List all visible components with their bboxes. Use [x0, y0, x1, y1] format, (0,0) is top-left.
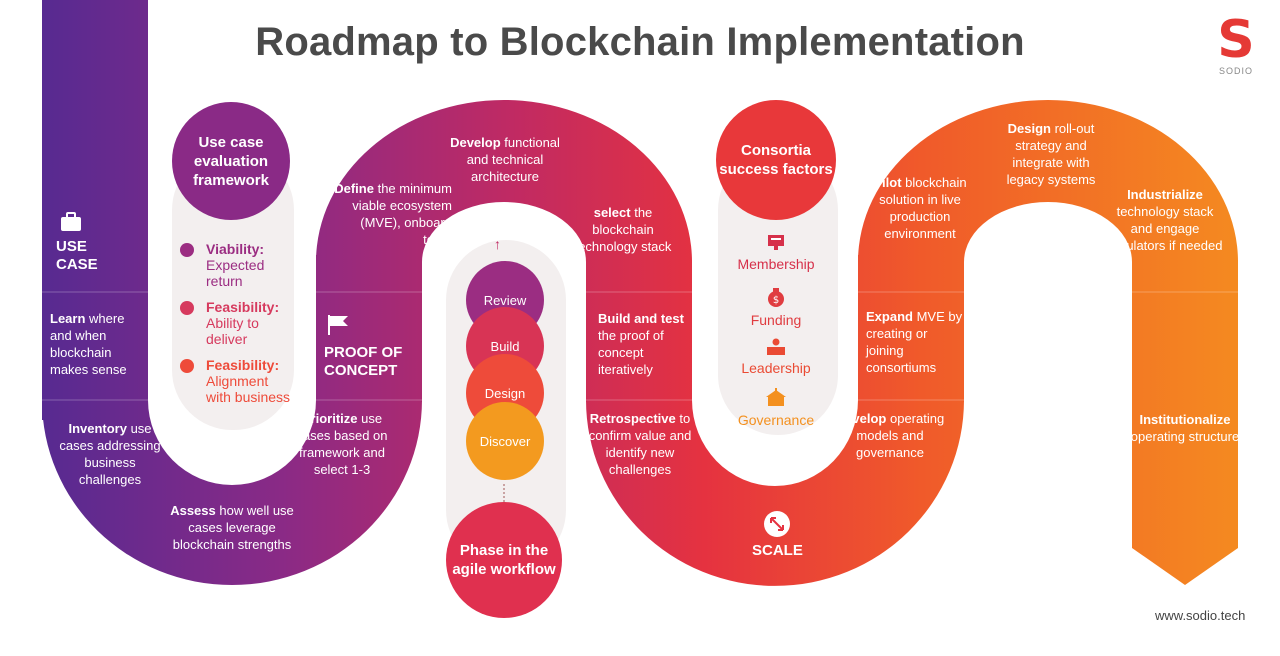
step-industrialize-bold: Industrialize	[1127, 187, 1203, 202]
criterion-dot	[180, 359, 194, 373]
step-select-text: the blockchain technology stack	[574, 205, 672, 254]
briefcase-icon	[60, 212, 82, 232]
criterion-feasibility-deliver: Feasibility: Ability to deliver	[180, 299, 296, 347]
agile-heading: Phase in the agile workflow	[446, 502, 562, 618]
governance-icon	[766, 388, 786, 406]
criterion-dot	[180, 301, 194, 315]
step-learn: Learn where and when blockchain makes se…	[50, 310, 144, 378]
consortia-heading: Consortia success factors	[716, 100, 836, 220]
step-retro-bold: Retrospective	[589, 411, 676, 426]
step-prioritize-text: use cases based on framework and select …	[296, 411, 388, 477]
phase-discover: Discover	[466, 402, 544, 480]
step-assess: Assess how well use cases leverage block…	[162, 502, 302, 553]
step-design-bold: Design	[1007, 121, 1051, 136]
step-institutionalize-text: operating structure	[1130, 429, 1240, 444]
factor-leadership: Leadership	[716, 338, 836, 376]
step-build-test-bold: Build and test	[598, 311, 684, 326]
step-pilot-text: blockchain solution in live production e…	[879, 175, 967, 241]
step-develop-ops-bold: Develop	[835, 411, 887, 426]
membership-icon	[768, 235, 784, 250]
money-bag-icon: $	[768, 288, 784, 307]
step-develop-arch-text: functional and technical architecture	[466, 135, 560, 184]
criterion-feasibility-alignment: Feasibility: Alignment with business	[180, 357, 296, 405]
page-title: Roadmap to Blockchain Implementation	[255, 20, 1025, 64]
criterion-text: Alignment with business	[206, 373, 291, 405]
arrow-up-icon: ↑	[494, 236, 501, 252]
stage-proof-of-concept: PROOF OF CONCEPT	[324, 344, 402, 380]
factor-label: Funding	[750, 312, 802, 328]
step-prioritize-bold: Prioritize	[301, 411, 358, 426]
expand-icon	[763, 510, 791, 538]
step-assess-text: how well use cases leverage blockchain s…	[172, 503, 294, 552]
stage-scale: SCALE	[752, 542, 803, 559]
factor-governance: Governance	[716, 388, 836, 428]
step-inventory-text: use cases addressing business challenges	[59, 421, 161, 487]
step-define-bold: Define	[334, 181, 374, 196]
step-define: Define the minimum viable ecosystem (MVE…	[332, 180, 452, 248]
svg-text:$: $	[773, 295, 779, 306]
step-develop-architecture: Develop functional and technical archite…	[438, 134, 572, 185]
stage-use-case: USE CASE	[56, 238, 98, 274]
leadership-icon	[767, 338, 785, 355]
step-industrialize: Industrialize technology stack and engag…	[1106, 186, 1224, 254]
criterion-dot	[180, 243, 194, 257]
step-expand-bold: Expand	[866, 309, 913, 324]
criterion-viability: Viability: Expected return	[180, 241, 296, 289]
step-institutionalize: Institutionalize operating structure	[1130, 411, 1240, 445]
step-pilot-bold: Pilot	[873, 175, 902, 190]
step-develop-operating: Develop operating models and governance	[834, 410, 946, 461]
step-prioritize: Prioritize use cases based on framework …	[290, 410, 394, 478]
step-design-text: roll-out strategy and integrate with leg…	[1006, 121, 1096, 187]
dotted-connector	[503, 484, 507, 502]
logo-letter: S	[1217, 10, 1255, 70]
criterion-text: Ability to deliver	[206, 315, 259, 347]
factor-funding: $ Funding	[716, 286, 836, 328]
step-inventory-bold: Inventory	[68, 421, 127, 436]
factor-label: Membership	[737, 256, 815, 272]
factor-membership: Membership	[716, 234, 836, 272]
sodio-logo: S SODIO	[1213, 14, 1259, 84]
step-retrospective: Retrospective to confirm value and ident…	[588, 410, 692, 478]
factor-label: Leadership	[741, 360, 811, 376]
step-define-text: the minimum viable ecosystem (MVE), onbo…	[352, 181, 452, 247]
step-inventory: Inventory use cases addressing business …	[56, 420, 164, 488]
criterion-title: Feasibility:	[206, 357, 280, 373]
step-learn-text: where and when blockchain makes sense	[50, 311, 127, 377]
logo-name: SODIO	[1218, 66, 1253, 76]
step-expand-text: MVE by creating or joining consortiums	[866, 309, 963, 375]
flag-icon	[326, 314, 350, 336]
evaluation-heading: Use case evaluation framework	[172, 102, 290, 220]
stage-proof-line2: CONCEPT	[324, 362, 398, 379]
step-institutionalize-bold: Institutionalize	[1139, 412, 1231, 427]
footer-url: www.sodio.tech	[1155, 608, 1246, 623]
criterion-text: Expected return	[206, 257, 265, 289]
step-build-test: Build and test the proof of concept iter…	[598, 310, 692, 378]
stage-use-case-line2: CASE	[56, 256, 98, 273]
criterion-title: Feasibility:	[206, 299, 280, 315]
stage-use-case-line1: USE	[56, 238, 87, 255]
step-retro-text: to confirm value and identify new challe…	[588, 411, 692, 477]
step-develop-ops-text: operating models and governance	[856, 411, 945, 460]
criterion-title: Viability:	[206, 241, 265, 257]
step-select-stack: select the blockchain technology stack	[568, 204, 678, 255]
step-select-bold: select	[593, 205, 631, 220]
step-design-rollout: Design roll-out strategy and integrate w…	[996, 120, 1106, 188]
step-assess-bold: Assess	[170, 503, 216, 518]
step-pilot: Pilot blockchain solution in live produc…	[870, 174, 970, 242]
step-develop-arch-bold: Develop	[450, 135, 501, 150]
stage-proof-line1: PROOF OF	[324, 344, 403, 361]
step-industrialize-text: technology stack and engage regulators i…	[1107, 204, 1223, 253]
step-expand: Expand MVE by creating or joining consor…	[866, 308, 964, 376]
step-build-test-text: the proof of concept iteratively	[598, 328, 664, 377]
factor-label: Governance	[737, 412, 815, 428]
step-learn-bold: Learn	[50, 311, 86, 326]
